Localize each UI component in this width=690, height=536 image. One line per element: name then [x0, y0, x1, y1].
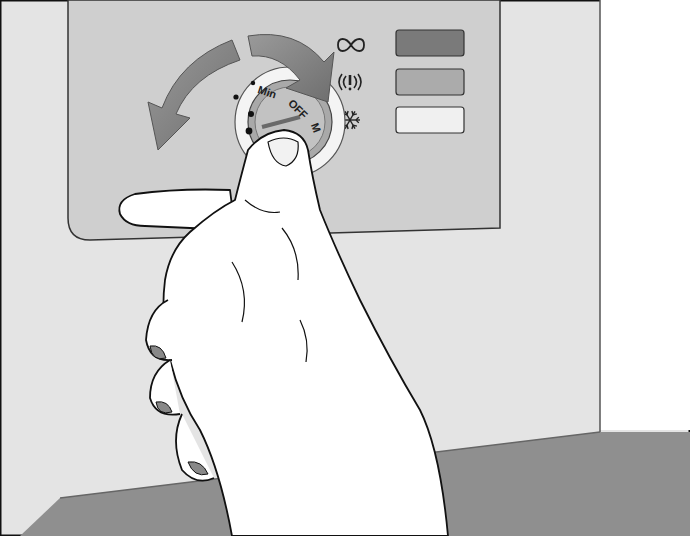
panel-edge: [599, 0, 601, 432]
indicator-light: [396, 30, 464, 56]
alarm-icon: [339, 74, 361, 90]
position-dot: [233, 94, 238, 99]
indicator-light: [396, 107, 464, 133]
position-dot: [251, 81, 255, 85]
infinity-icon: [338, 39, 364, 51]
rotate-arrow-left: [148, 40, 240, 150]
position-dot: [246, 128, 253, 135]
knob-pointer: [262, 117, 300, 127]
position-dot: [248, 111, 254, 117]
hand: [119, 130, 448, 536]
rotate-arrow-right: [248, 34, 334, 102]
side-panel: [600, 0, 690, 430]
indicator-light: [396, 69, 464, 95]
